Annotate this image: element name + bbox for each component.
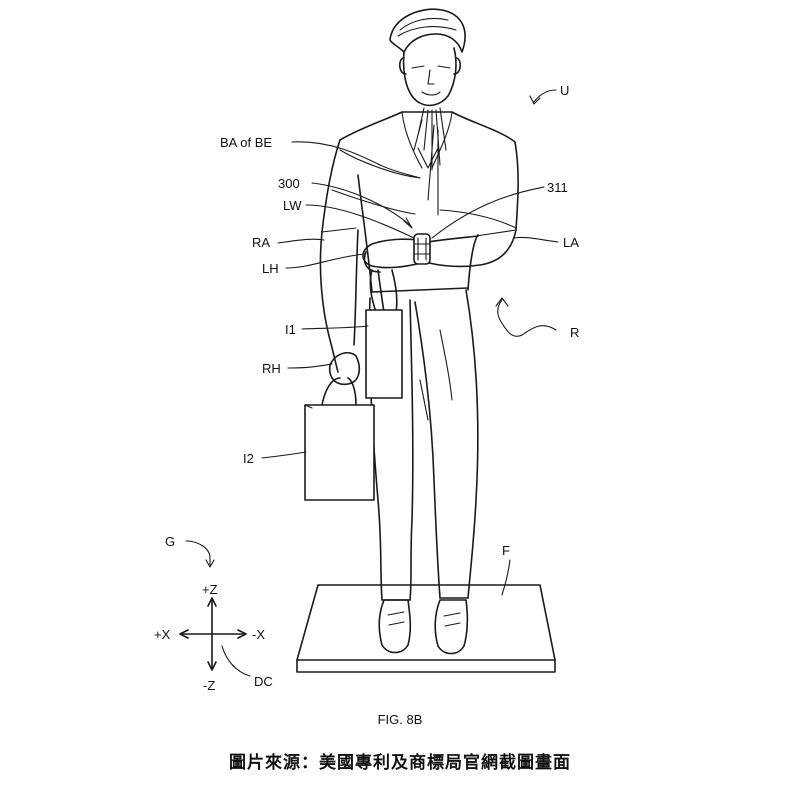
label-dc: DC: [254, 674, 273, 689]
label-lh: LH: [262, 261, 279, 276]
label-g: G: [165, 534, 175, 549]
floor-platform: [296, 584, 556, 673]
figure-title: FIG. 8B: [378, 712, 423, 727]
label-i2: I2: [243, 451, 254, 466]
left-arm: [362, 229, 517, 273]
breath-spray: [413, 107, 447, 216]
shirt: [321, 111, 519, 293]
shoes: [378, 599, 469, 655]
label-ba-of-be: BA of BE: [220, 135, 272, 150]
right-arm: [319, 227, 361, 386]
label-plus-z: +Z: [202, 582, 218, 597]
label-r: R: [570, 325, 579, 340]
label-i1: I1: [285, 322, 296, 337]
bag-i1: [365, 269, 403, 399]
label-f: F: [502, 543, 510, 558]
callout-labels: U BA of BE 300 311 LW RA LA LH I1 RH R I…: [154, 83, 579, 693]
smartwatch: [413, 233, 431, 265]
label-300: 300: [278, 176, 300, 191]
coordinate-axes: [179, 597, 251, 677]
label-ra: RA: [252, 235, 270, 250]
label-u: U: [560, 83, 569, 98]
trousers: [368, 287, 479, 601]
label-plus-x: +X: [154, 627, 171, 642]
label-311: 311: [547, 180, 568, 195]
leader-lines: [185, 89, 559, 596]
head: [389, 8, 466, 107]
label-minus-x: -X: [252, 627, 265, 642]
label-minus-z: -Z: [203, 678, 215, 693]
label-la: LA: [563, 235, 579, 250]
bag-i2: [304, 377, 375, 501]
label-rh: RH: [262, 361, 281, 376]
label-lw: LW: [283, 198, 302, 213]
image-source-caption: 圖片來源：美國專利及商標局官網截圖畫面: [229, 753, 571, 773]
